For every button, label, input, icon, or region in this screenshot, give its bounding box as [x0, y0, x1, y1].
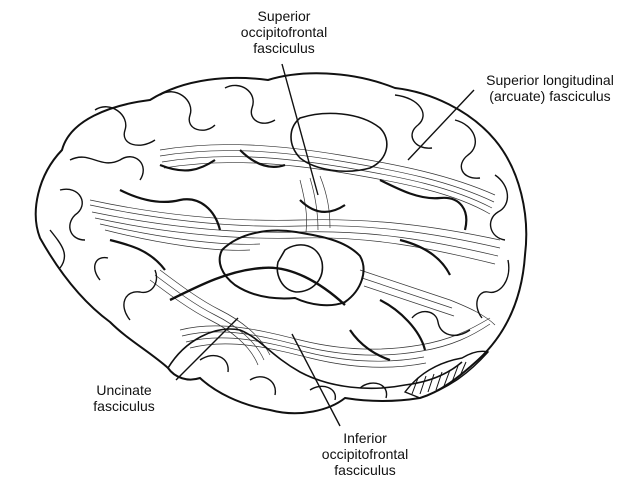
upper-central-lobe — [290, 112, 388, 172]
insula-upper-outline — [218, 229, 365, 307]
insula-inner-lobe — [276, 244, 324, 293]
label-inferior-occipitofrontal: Inferior occipitofrontal fasciculus — [321, 430, 409, 478]
leader-superior-occipitofrontal — [281, 63, 319, 196]
leader-inferior-occipitofrontal — [291, 333, 341, 427]
sulci-pattern — [109, 149, 468, 362]
fiber-bundles — [89, 144, 501, 368]
label-superior-longitudinal: Superior longitudinal (arcuate) fascicul… — [486, 72, 614, 104]
temporal-lobe-contour — [167, 328, 463, 390]
label-uncinate: Uncinate fasciculus — [93, 382, 155, 414]
leader-lines — [175, 63, 475, 427]
brainstem-hatching — [411, 361, 467, 395]
leader-superior-longitudinal — [407, 89, 475, 161]
sylvian-fissure — [169, 266, 346, 306]
brainstem-region — [403, 350, 490, 399]
brain-outline — [34, 72, 528, 415]
leader-uncinate — [175, 317, 239, 381]
gyri-pattern — [49, 84, 510, 401]
label-superior-occipitofrontal: Superior occipitofrontal fasciculus — [240, 8, 328, 56]
